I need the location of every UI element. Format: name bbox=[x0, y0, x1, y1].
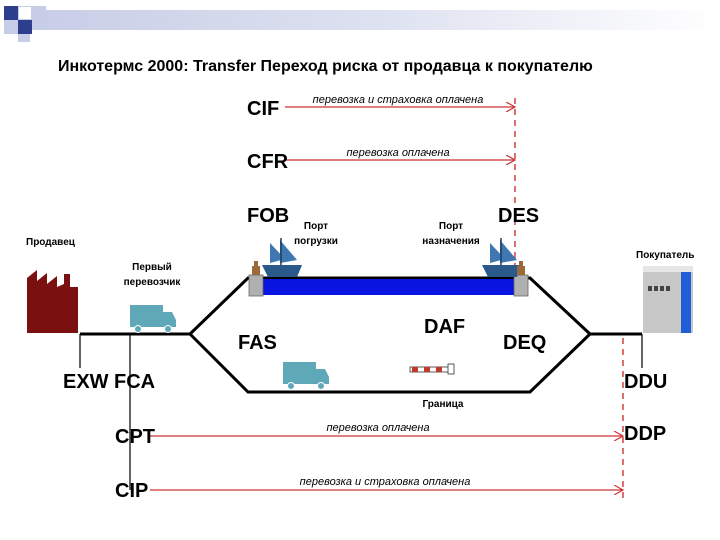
label-port-loading-line1: Порт bbox=[304, 221, 328, 232]
border-barrier-icon bbox=[410, 364, 454, 374]
label-port-destination-line1: Порт bbox=[439, 221, 463, 232]
label-buyer: Покупатель bbox=[636, 250, 694, 261]
port-loading-dock bbox=[249, 275, 263, 296]
term-fas: FAS bbox=[238, 332, 277, 354]
term-exw: EXW bbox=[63, 371, 109, 393]
term-des: DES bbox=[498, 205, 539, 227]
arrow-cpt-text: перевозка оплачена bbox=[326, 422, 429, 434]
term-ddu: DDU bbox=[624, 371, 667, 393]
term-cpt: CPT bbox=[115, 426, 155, 448]
term-cfr: CFR bbox=[247, 151, 289, 173]
label-border: Граница bbox=[423, 399, 464, 410]
buyer-building-icon bbox=[643, 266, 693, 333]
factory-icon bbox=[27, 270, 78, 333]
arrow-cif-text: перевозка и страховка оплачена bbox=[313, 94, 484, 106]
port-crane-icon-right bbox=[517, 261, 525, 275]
term-fca: FCA bbox=[114, 371, 155, 393]
label-seller: Продавец bbox=[26, 237, 76, 248]
term-ddp: DDP bbox=[624, 423, 666, 445]
term-fob: FOB bbox=[247, 205, 289, 227]
ship-icon-destination bbox=[482, 238, 522, 277]
label-port-destination-line2: назначения bbox=[422, 236, 480, 247]
port-destination-dock bbox=[514, 275, 528, 296]
term-cif: CIF bbox=[247, 98, 279, 120]
term-cip: CIP bbox=[115, 480, 148, 502]
arrow-cip-text: перевозка и страховка оплачена bbox=[300, 476, 471, 488]
label-first-carrier-line2: перевозчик bbox=[124, 277, 182, 288]
truck-icon-first-carrier bbox=[130, 305, 176, 333]
sea-route bbox=[262, 279, 514, 295]
truck-icon-road bbox=[283, 362, 329, 390]
term-daf: DAF bbox=[424, 316, 465, 338]
label-port-loading-line2: погрузки bbox=[294, 236, 338, 247]
term-deq: DEQ bbox=[503, 332, 546, 354]
label-first-carrier-line1: Первый bbox=[132, 262, 172, 273]
port-crane-icon-left bbox=[252, 261, 260, 275]
arrow-cfr-text: перевозка оплачена bbox=[346, 147, 449, 159]
